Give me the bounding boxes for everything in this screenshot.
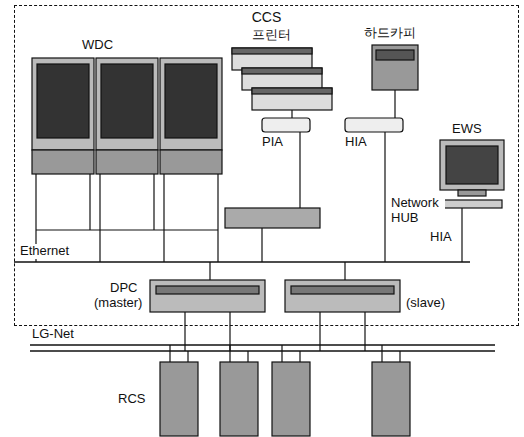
interface-label: HIA: [343, 135, 369, 150]
ethernet-bus: [14, 261, 470, 263]
pia-box: [262, 118, 310, 132]
lgnet-bus: [30, 344, 495, 346]
link-label: HIA: [428, 230, 454, 245]
device-label: EWS: [450, 122, 484, 137]
device-label: 하드카피: [362, 26, 418, 41]
dpc-units: [150, 262, 400, 351]
rcs-cabinets: [160, 345, 410, 436]
lgnet-bus: [30, 350, 495, 352]
device-label: (slave): [404, 296, 447, 311]
hardcopy-device: [372, 45, 418, 90]
device-label: Network HUB: [389, 196, 445, 226]
printer-stack: [232, 48, 332, 110]
system-region: CCS: [14, 5, 519, 326]
network-hub: [225, 208, 320, 228]
device-label: DPC: [108, 281, 139, 296]
device-label: 프린터: [250, 28, 293, 43]
device-label: WDC: [80, 38, 115, 53]
hia-box: [345, 118, 403, 132]
region-title: CCS: [249, 9, 285, 25]
device-label: RCS: [116, 392, 147, 407]
device-label: (master): [92, 296, 144, 311]
bus-label: LG-Net: [30, 327, 76, 342]
bus-label: Ethernet: [18, 244, 71, 259]
wdc-consoles: [32, 58, 222, 262]
interface-label: PIA: [260, 135, 285, 150]
